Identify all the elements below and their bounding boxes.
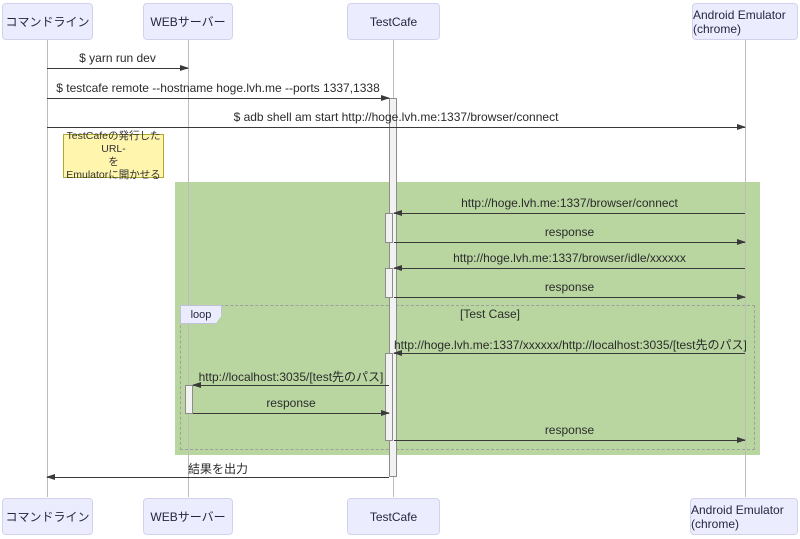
message-arrow <box>393 350 745 356</box>
loop-label: loop <box>180 305 222 324</box>
message-label: response <box>544 280 595 294</box>
message-label: 結果を出力 <box>187 462 248 476</box>
note: TestCafeの発行したURL- を Emulatorに開かせる <box>63 130 164 181</box>
message-arrow <box>47 65 189 71</box>
lifeline-emulator <box>745 40 746 497</box>
message-label: $ testcafe remote --hostname hoge.lvh.me… <box>56 81 380 95</box>
note-line: Emulatorに開かせる <box>66 169 161 181</box>
message-arrow <box>393 210 745 216</box>
message-arrow <box>193 410 390 416</box>
participant-testcafe-bottom: TestCafe <box>347 498 440 535</box>
message-label: http://hoge.lvh.me:1337/browser/connect <box>461 196 678 210</box>
message-label: response <box>544 225 595 239</box>
highlight-region <box>175 182 760 455</box>
lifeline-webserver <box>188 40 189 497</box>
loop-frame <box>180 305 755 450</box>
activation-bar-webserver <box>185 385 193 414</box>
message-label: http://localhost:3035/[test先のパス] <box>198 370 384 384</box>
message-arrow <box>192 382 389 388</box>
activation-bar-testcafe-testcase <box>385 353 393 441</box>
participant-webserver-bottom: WEBサーバー <box>143 498 233 535</box>
participant-emulator-top: Android Emulator (chrome) <box>692 3 798 40</box>
note-line: TestCafeの発行したURL- <box>66 130 161 155</box>
participant-webserver-top: WEBサーバー <box>143 3 233 40</box>
message-arrow <box>47 95 390 101</box>
participant-testcafe-top: TestCafe <box>347 3 440 40</box>
activation-bar-testcafe-connect <box>385 213 393 243</box>
message-arrow <box>393 265 745 271</box>
message-arrow <box>47 124 746 130</box>
message-arrow <box>394 239 746 245</box>
participant-emulator-bottom: Android Emulator (chrome) <box>690 498 798 535</box>
lifeline-cmdline <box>47 40 48 497</box>
activation-bar-testcafe-idle <box>385 268 393 298</box>
message-label: response <box>266 396 316 410</box>
message-arrow <box>394 294 746 300</box>
message-label: http://hoge.lvh.me:1337/xxxxxx/http://lo… <box>394 338 747 352</box>
loop-condition: [Test Case] <box>459 307 521 321</box>
note-line: を <box>108 156 119 168</box>
participant-cmdline-bottom: コマンドライン <box>2 498 93 535</box>
message-label: $ yarn run dev <box>79 51 156 65</box>
message-arrow <box>394 437 746 443</box>
message-label: http://hoge.lvh.me:1337/browser/idle/xxx… <box>453 251 686 265</box>
message-arrow <box>46 474 389 480</box>
message-label: response <box>544 423 595 437</box>
message-label: $ adb shell am start http://hoge.lvh.me:… <box>233 110 559 124</box>
participant-cmdline-top: コマンドライン <box>2 3 93 40</box>
